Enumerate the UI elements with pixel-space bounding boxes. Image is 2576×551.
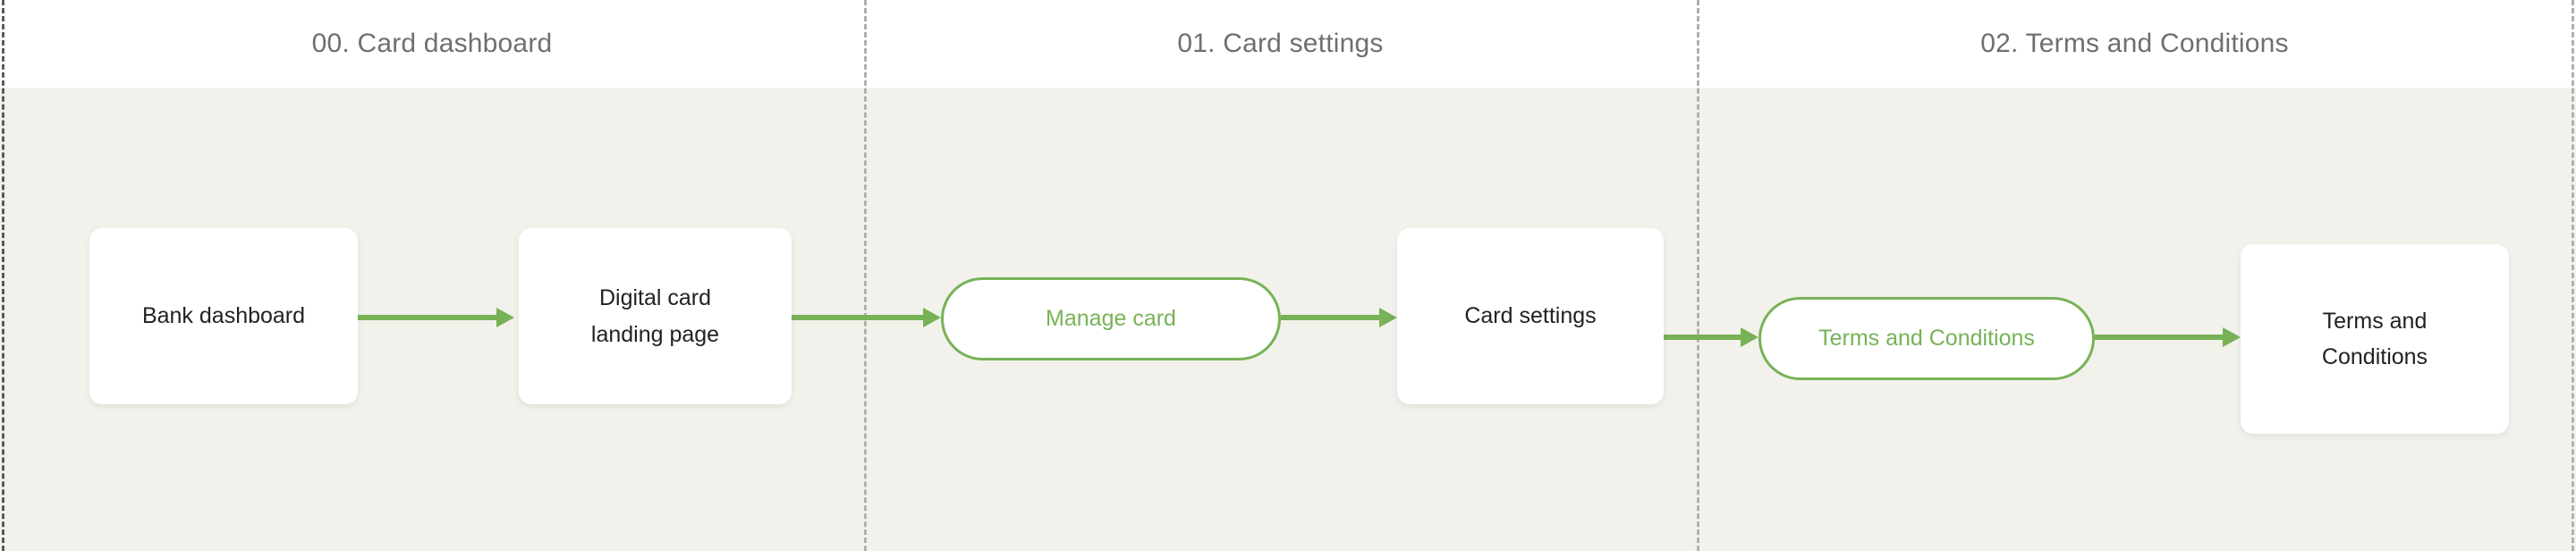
diagram-canvas (0, 88, 2576, 551)
node-bank-dashboard[interactable]: Bank dashboard (89, 228, 358, 404)
node-terms-and-conditions-action-label: Terms and Conditions (1818, 326, 2035, 352)
lane-divider-01-02 (1697, 0, 1699, 551)
node-terms-and-conditions-screen[interactable]: Terms and Conditions (2241, 244, 2509, 434)
phase-title-00: 00. Card dashboard (311, 29, 553, 58)
node-card-settings-label: Card settings (1464, 303, 1597, 329)
node-terms-and-conditions-screen-label-line2: Conditions (2321, 344, 2428, 369)
phase-title-02: 02. Terms and Conditions (1980, 29, 2289, 58)
node-terms-and-conditions-action[interactable]: Terms and Conditions (1758, 297, 2095, 380)
lane-divider-right-edge (2572, 0, 2574, 551)
node-digital-card-landing-page-label-line2: landing page (590, 321, 720, 347)
lane-divider-00-01 (864, 0, 867, 551)
node-terms-and-conditions-screen-label-line1: Terms and (2322, 308, 2428, 334)
node-card-settings[interactable]: Card settings (1397, 228, 1664, 404)
phase-header-bar: 00. Card dashboard 01. Card settings 02.… (0, 0, 2576, 88)
node-digital-card-landing-page[interactable]: Digital card landing page (519, 228, 792, 404)
node-manage-card[interactable]: Manage card (941, 277, 1281, 360)
node-bank-dashboard-label: Bank dashboard (141, 303, 306, 329)
node-manage-card-label: Manage card (1046, 306, 1176, 332)
phase-title-01: 01. Card settings (1177, 29, 1384, 58)
node-digital-card-landing-page-label-line1: Digital card (598, 285, 712, 310)
lane-divider-left-edge (2, 0, 4, 551)
